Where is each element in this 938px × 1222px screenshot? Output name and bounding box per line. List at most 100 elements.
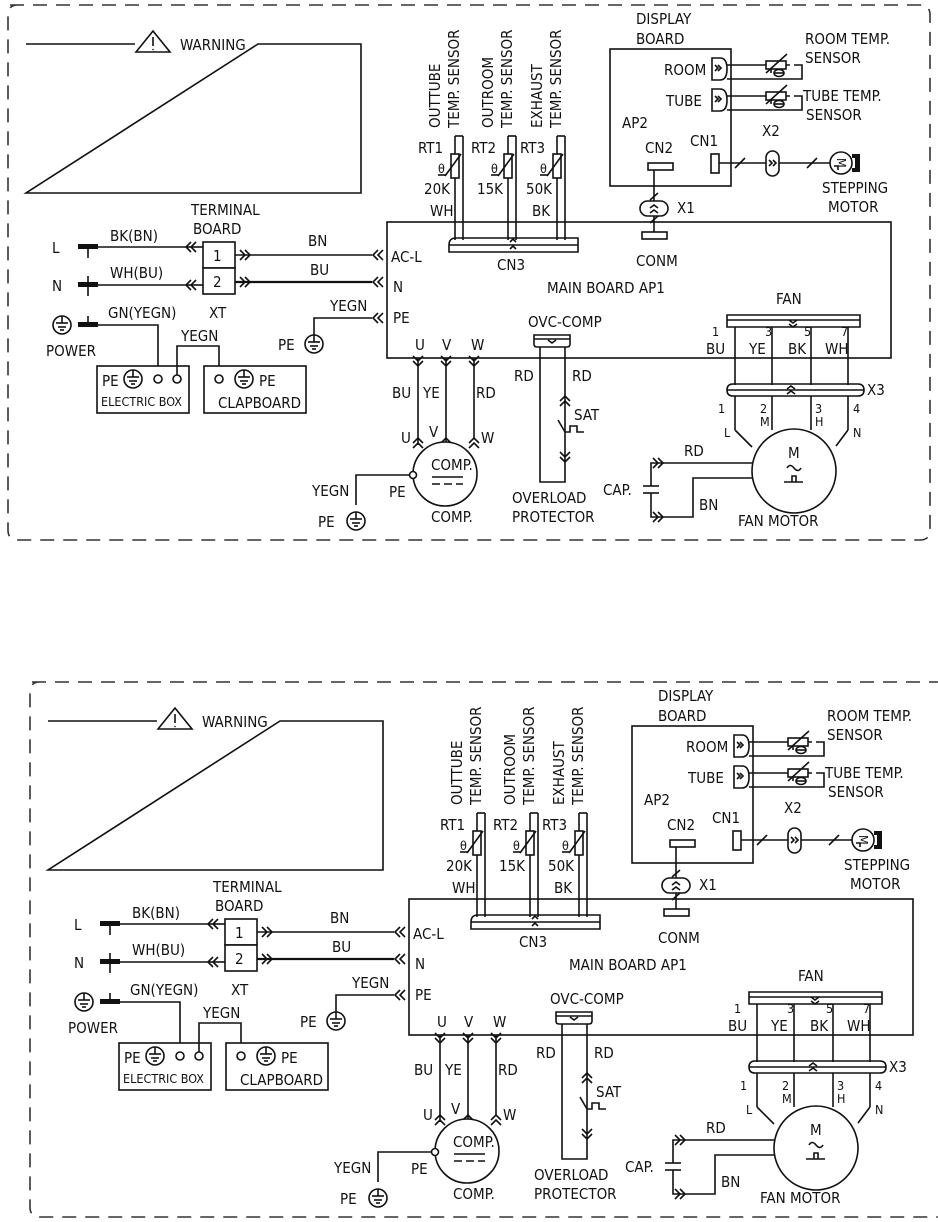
cap-bottom-connector-icon bbox=[674, 1188, 687, 1200]
fan-motor-label: FAN MOTOR bbox=[760, 1189, 841, 1207]
chevron-stroke bbox=[657, 511, 665, 523]
tube-sensor-circuit bbox=[711, 84, 803, 112]
overload-connector-bottom-icon bbox=[581, 1128, 593, 1141]
wire-YEGN-pe-label: YEGN bbox=[351, 974, 389, 992]
wire-PE-label: GN(YEGN) bbox=[108, 304, 176, 322]
sensor-ref: RT1 bbox=[440, 816, 465, 834]
fan-pin-number: 3 bbox=[787, 1001, 794, 1016]
fan-motor-circle bbox=[751, 428, 837, 514]
cap-top-connector-icon bbox=[652, 457, 665, 469]
cap-label: CAP. bbox=[625, 1158, 654, 1176]
chevron-stroke bbox=[398, 953, 406, 965]
room-sensor-label-1: ROOM TEMP. bbox=[827, 707, 912, 725]
x1-connector bbox=[639, 200, 669, 217]
overload-connector-bottom-icon bbox=[559, 451, 571, 464]
fan-connector bbox=[748, 991, 883, 1005]
x2-label: X2 bbox=[762, 122, 780, 140]
display-room-label: ROOM bbox=[664, 61, 706, 79]
cn3-chevron-icon bbox=[531, 914, 539, 927]
motor-pin-number: 4 bbox=[853, 401, 860, 416]
tube-sensor-label-1: TUBE TEMP. bbox=[824, 764, 904, 782]
conm-label: CONM bbox=[636, 252, 678, 270]
wiring-diagram-bottom: WARNINGLBK(BN)NWH(BU)POWERGN(YEGN)TERMIN… bbox=[29, 681, 938, 1218]
sensor-thermistor-icon bbox=[466, 830, 484, 856]
chevron-stroke bbox=[559, 451, 571, 459]
sensor-theta: θ bbox=[460, 838, 467, 853]
fan-pin-number: 7 bbox=[841, 324, 848, 339]
fan-motor-label: FAN MOTOR bbox=[738, 512, 819, 530]
thermistor-slash bbox=[519, 830, 537, 854]
display-cn1-connector bbox=[710, 153, 720, 174]
main-ac-l-connector-icon bbox=[371, 249, 384, 261]
comp-w-connector-icon bbox=[490, 1113, 502, 1126]
main-board-u: U bbox=[437, 1013, 447, 1031]
fan-pin-number: 7 bbox=[863, 1001, 870, 1016]
cn3-label: CN3 bbox=[519, 933, 547, 951]
chevron-stroke bbox=[398, 989, 406, 1001]
terminal-L-block bbox=[100, 921, 120, 926]
chevron-stroke bbox=[371, 312, 379, 324]
sensor-value: 15K bbox=[499, 857, 526, 875]
wire-slash bbox=[671, 869, 681, 878]
motor-pin-number: 3 bbox=[837, 1078, 844, 1093]
stepping-motor-icon: M bbox=[851, 828, 882, 852]
room-sensor-circuit bbox=[711, 53, 803, 81]
dashed-frame bbox=[7, 4, 931, 541]
terminal-N-label: N bbox=[52, 277, 62, 295]
electric-box-label: ELECTRIC BOX bbox=[101, 394, 182, 409]
x1-chevron-icon bbox=[671, 881, 681, 891]
chevron-stroke bbox=[393, 926, 401, 938]
cn3-chevron-icon bbox=[509, 237, 517, 250]
warning-box: WARNING bbox=[23, 29, 362, 194]
room-sensor-label-2: SENSOR bbox=[805, 49, 861, 67]
sensor-thermistor-icon bbox=[568, 830, 586, 856]
fan-motor-ac-icon bbox=[808, 1141, 824, 1149]
electric-box-frame bbox=[118, 1042, 212, 1091]
wire-slash bbox=[806, 157, 818, 169]
electric-box-frame bbox=[96, 365, 190, 414]
comp-w-connector-icon bbox=[468, 436, 480, 449]
triangle bbox=[134, 29, 172, 53]
chevron-stroke bbox=[206, 956, 214, 968]
clapboard-pe: PE bbox=[281, 1049, 298, 1067]
terminal-board-ref: XT bbox=[209, 304, 227, 322]
comp-w-label: W bbox=[481, 429, 494, 447]
cap-bottom-connector-icon bbox=[652, 511, 665, 523]
x2-label: X2 bbox=[784, 799, 802, 817]
sat-switch bbox=[579, 1096, 588, 1110]
chevron-stroke bbox=[393, 953, 401, 965]
chevron-stroke bbox=[393, 989, 401, 1001]
chevron-stroke bbox=[371, 276, 379, 288]
wire-u-label: BU bbox=[414, 1061, 433, 1079]
fan-motor-symbol: M bbox=[788, 444, 800, 462]
x1-label: X1 bbox=[699, 876, 717, 894]
sensor-value: 15K bbox=[477, 180, 504, 198]
sensor-ref: RT2 bbox=[471, 139, 496, 157]
terminal-L-label: L bbox=[74, 916, 82, 934]
display-cn2-label: CN2 bbox=[667, 816, 695, 834]
sensor-theta: θ bbox=[540, 161, 547, 176]
room-connector bbox=[733, 734, 750, 758]
overload-loop bbox=[539, 347, 566, 483]
comp-u-connector-icon bbox=[434, 1113, 446, 1126]
display-room-label: ROOM bbox=[686, 738, 728, 756]
tube-connector bbox=[733, 765, 750, 789]
electric-box-pe: PE bbox=[124, 1049, 141, 1067]
display-cn1-label: CN1 bbox=[690, 132, 718, 150]
main-v-connector-icon bbox=[440, 355, 452, 368]
wire-L-label: BK(BN) bbox=[132, 904, 180, 922]
room-connector-chevron-icon bbox=[736, 741, 745, 749]
chevron-stroke bbox=[440, 355, 452, 363]
clapboard-pe: PE bbox=[259, 372, 276, 390]
wire-YEGN-link bbox=[198, 1022, 242, 1052]
fan-pin-number: 5 bbox=[826, 1001, 833, 1016]
